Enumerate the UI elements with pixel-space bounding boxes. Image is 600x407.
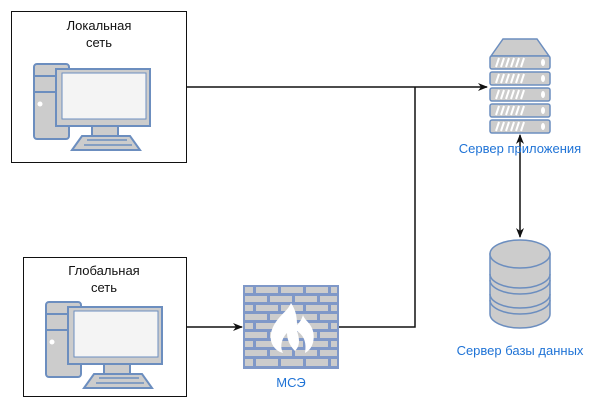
local-network-label: Локальная сеть (66, 18, 132, 50)
app-server-label: Сервер приложения (458, 141, 582, 156)
database-icon[interactable] (489, 238, 551, 330)
db-server-label: Сервер базы данных (456, 343, 584, 358)
desktop-computer-icon (45, 301, 163, 389)
firewall-label: МСЭ (276, 375, 306, 390)
desktop-computer-icon (33, 63, 151, 151)
global-network-label: Глобальная сеть (68, 263, 140, 295)
edge-firewall-to-app-server (338, 87, 416, 328)
flame-icon (270, 303, 314, 353)
global-network-node[interactable]: Глобальная сеть (23, 257, 187, 397)
server-rack-icon[interactable] (489, 37, 551, 135)
firewall-icon[interactable] (243, 285, 339, 369)
local-network-node[interactable]: Локальная сеть (11, 11, 187, 163)
